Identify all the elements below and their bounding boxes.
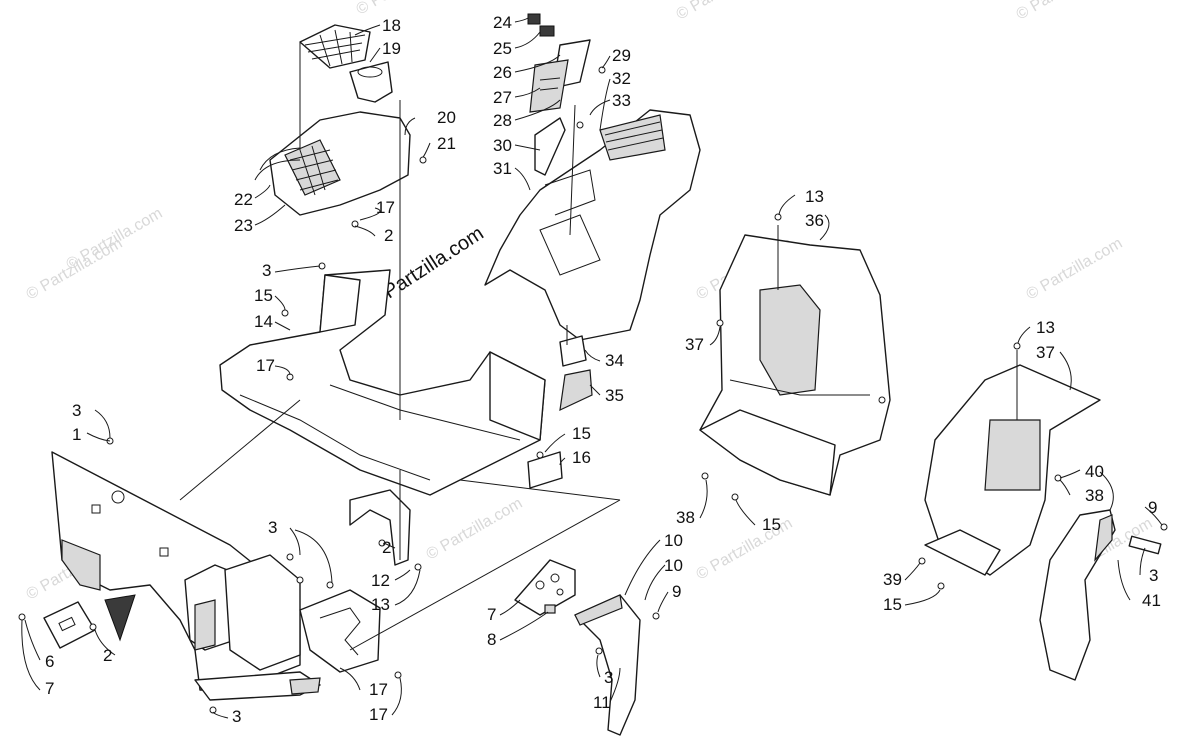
callout-label-15: 15 <box>883 595 902 614</box>
callout-label-13: 13 <box>1036 318 1055 337</box>
callout-label-29: 28 <box>493 111 512 130</box>
shifter-gate-part <box>527 13 591 176</box>
fender-part <box>574 594 641 736</box>
callout-label-22: 21 <box>437 134 456 153</box>
callout-label-13: 13 <box>371 595 390 614</box>
floor-pan-part <box>219 269 546 496</box>
assembly-lines <box>179 42 1018 651</box>
callout-label-34: 33 <box>612 91 631 110</box>
callout-label-19: 18 <box>382 16 401 35</box>
flap-part <box>1039 509 1162 681</box>
callout-label-38: 38 <box>1085 486 1104 505</box>
callout-label-7: 9 <box>1148 498 1157 517</box>
callout-label-4: 6 <box>45 652 54 671</box>
hardware <box>18 66 1168 714</box>
callout-label-25: 24 <box>493 13 512 32</box>
callout-label-12: 12 <box>371 571 390 590</box>
callout-label-26: 25 <box>493 39 512 58</box>
callout-label-32: 31 <box>493 159 512 178</box>
console-part <box>484 109 701 341</box>
strip-part <box>559 369 593 412</box>
side-panel-part <box>699 234 891 496</box>
callout-labels: 3 1 3 15 14 17 17 2 20 21 22 23 18 19 24… <box>45 13 1161 726</box>
callout-label-3: 3 <box>604 668 613 687</box>
callout-label-41: 41 <box>1142 591 1161 610</box>
callout-label-14: 14 <box>254 312 273 331</box>
watermark: © Partzilla.com <box>674 0 776 23</box>
bracket-part <box>104 594 136 642</box>
callout-label-9: 9 <box>672 582 681 601</box>
callout-label-40: 40 <box>1085 462 1104 481</box>
latch-part <box>559 335 587 367</box>
callout-label-7: 8 <box>487 630 496 649</box>
callout-label-5: 7 <box>45 679 54 698</box>
callout-label-17: 17 <box>376 198 395 217</box>
callout-label-6: 7 <box>487 605 496 624</box>
callout-label-30: 29 <box>612 46 631 65</box>
callout-label-3: 3 <box>232 707 241 726</box>
watermark: © Partzilla.com <box>1024 235 1126 304</box>
callout-label-1: 1 <box>72 425 81 444</box>
watermark: © Partzilla.com <box>354 0 456 18</box>
bracket-16-part <box>527 451 563 489</box>
callout-label-18: 17 <box>369 680 388 699</box>
callout-label-17: 17 <box>256 356 275 375</box>
watermark: © Partzilla.com <box>64 205 166 274</box>
callout-label-21: 20 <box>437 108 456 127</box>
callout-label-10: 10 <box>664 556 683 575</box>
callout-label-39: 39 <box>883 570 902 589</box>
storage-bin-part <box>254 24 411 216</box>
plate-part <box>43 601 96 649</box>
callout-label-31: 30 <box>493 136 512 155</box>
callout-label-2: 2 <box>103 646 112 665</box>
callout-label-8: 10 <box>664 531 683 550</box>
callout-label-3: 3 <box>72 401 81 420</box>
callout-label-37: 36 <box>805 211 824 230</box>
callout-label-13: 13 <box>805 187 824 206</box>
bracket-6-part <box>514 559 576 616</box>
shroud-part <box>299 589 381 673</box>
callout-label-3: 3 <box>1149 566 1158 585</box>
callout-label-2: 2 <box>384 226 393 245</box>
callout-label-2: 2 <box>382 538 391 557</box>
callout-label-35: 34 <box>605 351 624 370</box>
callout-label-20: 19 <box>382 39 401 58</box>
callout-label-17: 17 <box>369 705 388 724</box>
mount-bracket-part <box>349 489 411 566</box>
side-panel-right-part <box>924 364 1101 576</box>
dash-panel-part <box>51 451 321 701</box>
callout-label-23: 22 <box>234 190 253 209</box>
callout-label-36: 35 <box>605 386 624 405</box>
callout-label-3: 3 <box>262 261 271 280</box>
callout-label-27: 26 <box>493 63 512 82</box>
callout-label-15: 15 <box>254 286 273 305</box>
callout-label-28: 27 <box>493 88 512 107</box>
watermark: © Partzilla.com <box>424 495 526 564</box>
watermark: © Partzilla.com <box>1014 0 1116 23</box>
callout-label-38: 37 <box>685 335 704 354</box>
callout-label-24: 23 <box>234 216 253 235</box>
callout-label-16: 16 <box>572 448 591 467</box>
callout-leaders <box>21 17 1163 719</box>
callout-label-15: 15 <box>762 515 781 534</box>
callout-label-37: 37 <box>1036 343 1055 362</box>
callout-label-11: 11 <box>593 693 611 712</box>
callout-label-3: 3 <box>268 518 277 537</box>
callout-label-15: 15 <box>572 424 591 443</box>
callout-label-33: 32 <box>612 69 631 88</box>
callout-label-39: 38 <box>676 508 695 527</box>
